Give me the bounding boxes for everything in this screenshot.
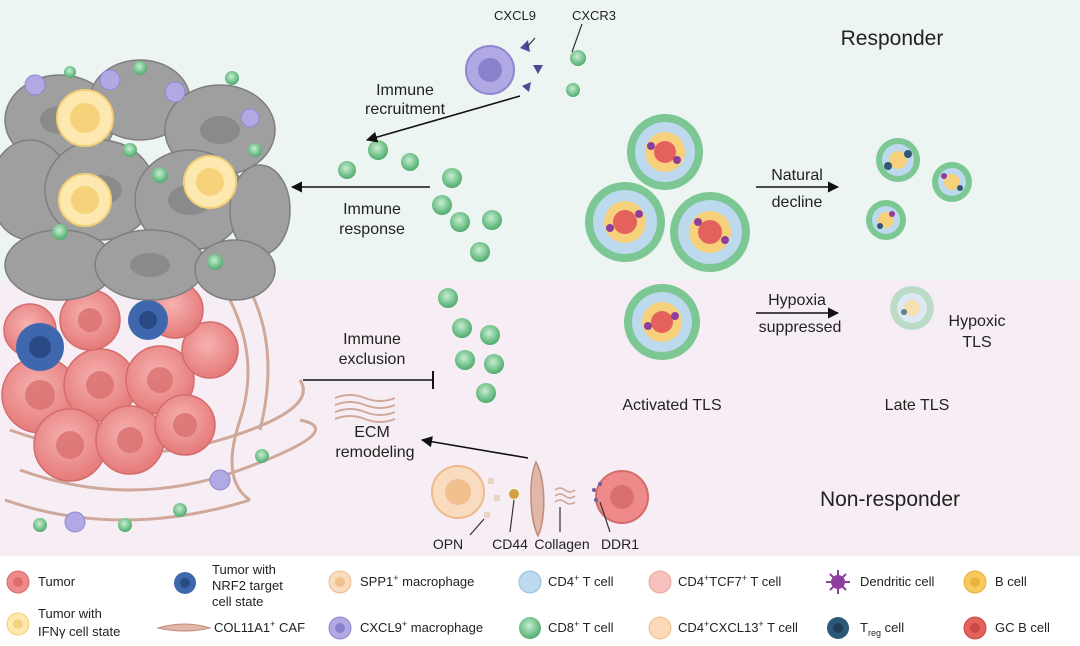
- immune-recruitment-label-2: recruitment: [365, 101, 446, 118]
- nrf2-tumor-cells: [16, 300, 168, 371]
- recruited-t-cells: [338, 140, 419, 179]
- legend-cd4cxcl13-label: CD4+CXCL13+ T cell: [678, 619, 798, 635]
- legend-item-cd4cxcl13: CD4+CXCL13+ T cell: [648, 616, 798, 640]
- activated-tls-responder: [585, 114, 750, 272]
- legend-cd4tcf7-label: CD4+TCF7+ T cell: [678, 573, 781, 589]
- cd44-receptor: [509, 489, 519, 499]
- non-responder-title: Non-responder: [820, 488, 960, 511]
- responder-title: Responder: [841, 27, 944, 50]
- cxcl9-chemokines: [520, 40, 543, 92]
- legend-dendritic-label: Dendritic cell: [860, 574, 935, 589]
- natural-decline-label-2: decline: [772, 194, 823, 211]
- legend-item-gcb: GC B cell: [963, 616, 1050, 640]
- legend-cd8-label: CD8+ T cell: [548, 619, 614, 635]
- legend-cxcl9-label: CXCL9+ macrophage: [360, 619, 483, 635]
- legend-ifng-label-1: Tumor with: [38, 606, 102, 621]
- cd44-label: CD44: [492, 536, 528, 552]
- responder-t-cell-cluster: [432, 168, 502, 262]
- legend-nrf2-label-1: Tumor with: [212, 562, 276, 577]
- cxcl9-macrophages: [24, 69, 260, 533]
- legend-cd4-label: CD4+ T cell: [548, 573, 614, 589]
- hypoxic-tls-label-1: Hypoxic: [949, 313, 1006, 330]
- legend-ifng-label-2: IFNγ cell state: [38, 624, 120, 639]
- late-tls-label: Late TLS: [885, 397, 950, 414]
- legend-nrf2-label-3: cell state: [212, 594, 263, 609]
- ecm-label-2: remodeling: [335, 444, 414, 461]
- legend-item-cd8: CD8+ T cell: [519, 617, 614, 639]
- legend-treg-label: Treg cell: [860, 620, 904, 638]
- legend-item-spp1: SPP1+ macrophage: [328, 570, 474, 594]
- opn-label: OPN: [433, 536, 463, 552]
- ddr1-label: DDR1: [601, 536, 639, 552]
- natural-decline-label-1: Natural: [771, 167, 823, 184]
- col11a1-caf-cell: [530, 460, 545, 538]
- immune-exclusion-label-2: exclusion: [339, 351, 406, 368]
- immune-recruitment-arrow: [365, 95, 521, 143]
- infiltrating-cd8-cells: [52, 143, 262, 270]
- ecm-label-1: ECM: [354, 424, 390, 441]
- legend-item-cd4tcf7: CD4+TCF7+ T cell: [648, 570, 781, 594]
- peripheral-cd8-cells: [33, 61, 269, 532]
- legend-item-cxcl9: CXCL9+ macrophage: [328, 616, 483, 640]
- legend-tumor-label: Tumor: [38, 574, 76, 589]
- ecm-remodeling-arrow: [420, 436, 529, 459]
- hypoxia-label-2: suppressed: [759, 319, 842, 336]
- hypoxia-label-1: Hypoxia: [768, 292, 826, 309]
- hypoxic-tls: [890, 286, 934, 330]
- legend-caf-label: COL11A1+ CAF: [214, 619, 305, 635]
- spp1-macrophage: [431, 465, 485, 519]
- collagen-fibers: [554, 487, 576, 505]
- legend-item-tumor: Tumor: [6, 570, 76, 594]
- activated-tls-nonresponder: [624, 284, 700, 360]
- legend-spp1-label: SPP1+ macrophage: [360, 573, 474, 589]
- ddr1-tumor-cell: [592, 470, 649, 524]
- caf-stroma: [4, 289, 318, 522]
- late-tls-responder: [866, 138, 972, 240]
- excluded-t-cell-cluster: [438, 288, 504, 403]
- immune-response-label-1: Immune: [343, 201, 401, 218]
- legend-nrf2-label-2: NRF2 target: [212, 578, 283, 593]
- immune-exclusion-label-1: Immune: [343, 331, 401, 348]
- hypoxic-tls-label-2: TLS: [962, 334, 991, 351]
- cxcl9-macrophage-large: [465, 45, 515, 95]
- cxcl9-label: CXCL9: [494, 8, 536, 23]
- legend-bcell-label: B cell: [995, 574, 1027, 589]
- collagen-label: Collagen: [534, 536, 589, 552]
- legend-item-treg: Treg cell: [827, 617, 904, 639]
- ecm-fibers: [334, 394, 396, 423]
- legend-item-ifng-tumor: Tumor with IFNγ cell state: [6, 606, 120, 639]
- legend-item-nrf2-tumor: Tumor with NRF2 target cell state: [174, 562, 283, 609]
- legend-item-caf: COL11A1+ CAF: [156, 619, 305, 635]
- ifng-tumor-cells: [56, 89, 237, 227]
- tumor-mass: [0, 59, 318, 522]
- cxcr3-t-cells: [566, 50, 586, 97]
- legend-gcb-label: GC B cell: [995, 620, 1050, 635]
- legend-item-cd4: CD4+ T cell: [518, 570, 614, 594]
- legend: Tumor Tumor with IFNγ cell state Tumor w…: [6, 562, 1050, 640]
- activated-tls-label: Activated TLS: [622, 397, 721, 414]
- legend-item-bcell: B cell: [963, 570, 1027, 594]
- immune-recruitment-label-1: Immune: [376, 82, 434, 99]
- opn-molecules: [484, 478, 500, 518]
- cxcr3-label: CXCR3: [572, 8, 616, 23]
- legend-item-dendritic: Dendritic cell: [826, 570, 935, 594]
- immune-response-label-2: response: [339, 221, 405, 238]
